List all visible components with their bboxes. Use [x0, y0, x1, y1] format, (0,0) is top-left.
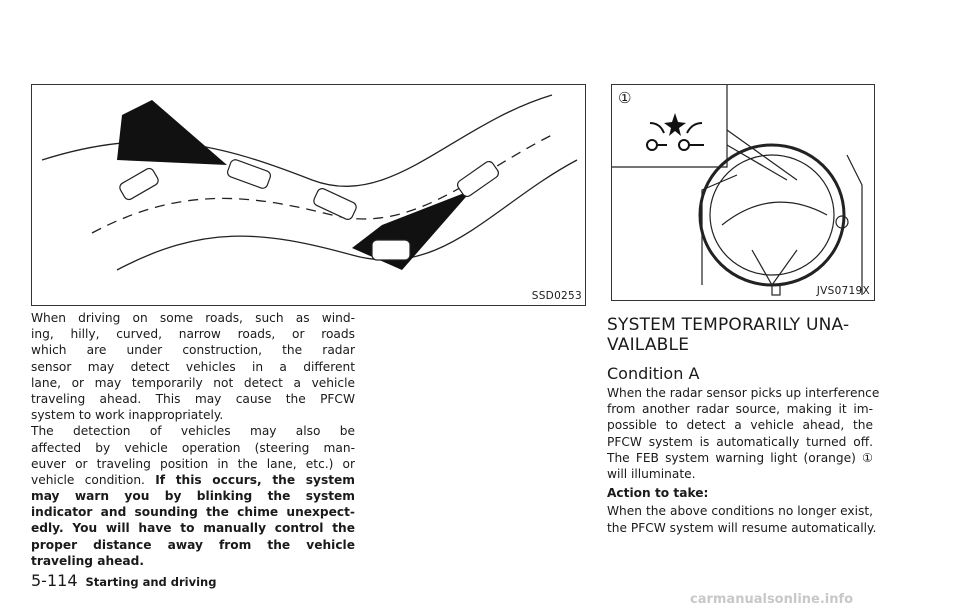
paragraph-radar-roads: When driving on some roads, such as wind… [31, 310, 355, 423]
road-radar-illustration: SSD0253 [31, 84, 586, 306]
text-line: ing, hilly, curved, narrow roads, or roa… [31, 326, 355, 342]
right-column: SYSTEM TEMPORARILY UNA- VAILABLE Conditi… [607, 315, 879, 536]
text-run: traveling ahead. This may cause the PFCW [31, 391, 355, 406]
text-line: edly. You will have to manually control … [31, 520, 355, 536]
text-run: When the above conditions no longer exis… [607, 504, 873, 519]
text-line: The detection of vehicles may also be [31, 423, 355, 439]
bold-text-run: may warn you by blinking the system [31, 489, 355, 504]
callout-number: ① [618, 89, 632, 107]
text-run: affected by vehicle operation (steering … [31, 440, 355, 455]
steering-wheel-drawing [612, 85, 863, 296]
section-heading: SYSTEM TEMPORARILY UNA- VAILABLE [607, 315, 873, 355]
text-line: the PFCW system will resume automaticall… [607, 520, 877, 536]
text-run: system to work inappropriately. [31, 408, 224, 423]
bold-text-run: proper distance away from the vehicle [31, 537, 355, 552]
text-line: euver or traveling position in the lane,… [31, 456, 355, 472]
text-run: The FEB system warning light (orange) ① [607, 450, 873, 465]
section-title: Starting and driving [85, 575, 217, 589]
text-line: lane, or may temporarily not detect a ve… [31, 375, 355, 391]
heading-line: SYSTEM TEMPORARILY UNA- [607, 315, 850, 335]
text-line: affected by vehicle operation (steering … [31, 440, 355, 456]
text-line: possible to detect a vehicle ahead, the [607, 417, 873, 433]
text-run: from another radar source, making it im- [607, 402, 873, 417]
text-line: indicator and sounding the chime unexpec… [31, 504, 355, 520]
text-line: When driving on some roads, such as wind… [31, 310, 355, 326]
feb-warning-icon [646, 113, 704, 151]
subheading-condition-a: Condition A [607, 364, 700, 383]
page-number: 5-114 [31, 571, 78, 590]
watermark: carmanualsonline.info [690, 592, 854, 607]
text-line: PFCW system is automatically turned off. [607, 434, 873, 450]
text-run: will illuminate. [607, 466, 696, 481]
paragraph-condition-a: When the radar sensor picks up interfere… [607, 385, 879, 482]
text-line: sensor may detect vehicles in a differen… [31, 359, 355, 375]
text-run: The detection of vehicles may also be [31, 424, 355, 439]
page-footer: 5-114 Starting and driving [31, 571, 216, 590]
heading-line: VAILABLE [607, 335, 690, 355]
curved-road-drawing [41, 94, 578, 271]
text-run: which are under construction, the radar [31, 343, 355, 358]
text-line: proper distance away from the vehicle [31, 537, 355, 553]
text-run: When driving on some roads, such as wind… [31, 311, 355, 325]
text-line: When the above conditions no longer exis… [607, 503, 873, 519]
action-label: Action to take: [607, 486, 709, 501]
paragraph-action: When the above conditions no longer exis… [607, 503, 877, 536]
text-line: traveling ahead. [31, 553, 355, 569]
figure-code: SSD0253 [531, 290, 582, 302]
bold-text-run: If this occurs, the system [155, 472, 355, 487]
bold-text-run: traveling ahead. [31, 553, 145, 568]
text-run: lane, or may temporarily not detect a ve… [31, 375, 355, 390]
text-line: will illuminate. [607, 466, 873, 482]
left-column: When driving on some roads, such as wind… [31, 310, 355, 569]
text-line: may warn you by blinking the system [31, 488, 355, 504]
text-line: The FEB system warning light (orange) ① [607, 450, 873, 466]
bold-text-run: indicator and sounding the chime unexpec… [31, 505, 355, 520]
text-run: the PFCW system will resume automaticall… [607, 520, 877, 535]
text-line: system to work inappropriately. [31, 407, 355, 423]
text-line: traveling ahead. This may cause the PFCW [31, 391, 355, 407]
text-line: from another radar source, making it im- [607, 401, 873, 417]
text-run: vehicle condition. [31, 472, 156, 487]
text-run: sensor may detect vehicles in a differen… [31, 359, 355, 374]
text-run: euver or traveling position in the lane,… [31, 456, 355, 471]
figure-code: JVS0719X [816, 285, 870, 297]
bold-text-run: edly. You will have to manually control … [31, 521, 355, 536]
text-run: possible to detect a vehicle ahead, the [607, 418, 873, 433]
text-line: vehicle condition. If this occurs, the s… [31, 472, 355, 488]
steering-wheel-illustration: ① JVS0719X [611, 84, 875, 301]
text-line: which are under construction, the radar [31, 342, 355, 358]
text-run: When the radar sensor picks up interfere… [607, 386, 880, 400]
text-run: ing, hilly, curved, narrow roads, or roa… [31, 327, 355, 342]
text-run: PFCW system is automatically turned off. [607, 434, 873, 449]
text-line: When the radar sensor picks up interfere… [607, 385, 879, 401]
